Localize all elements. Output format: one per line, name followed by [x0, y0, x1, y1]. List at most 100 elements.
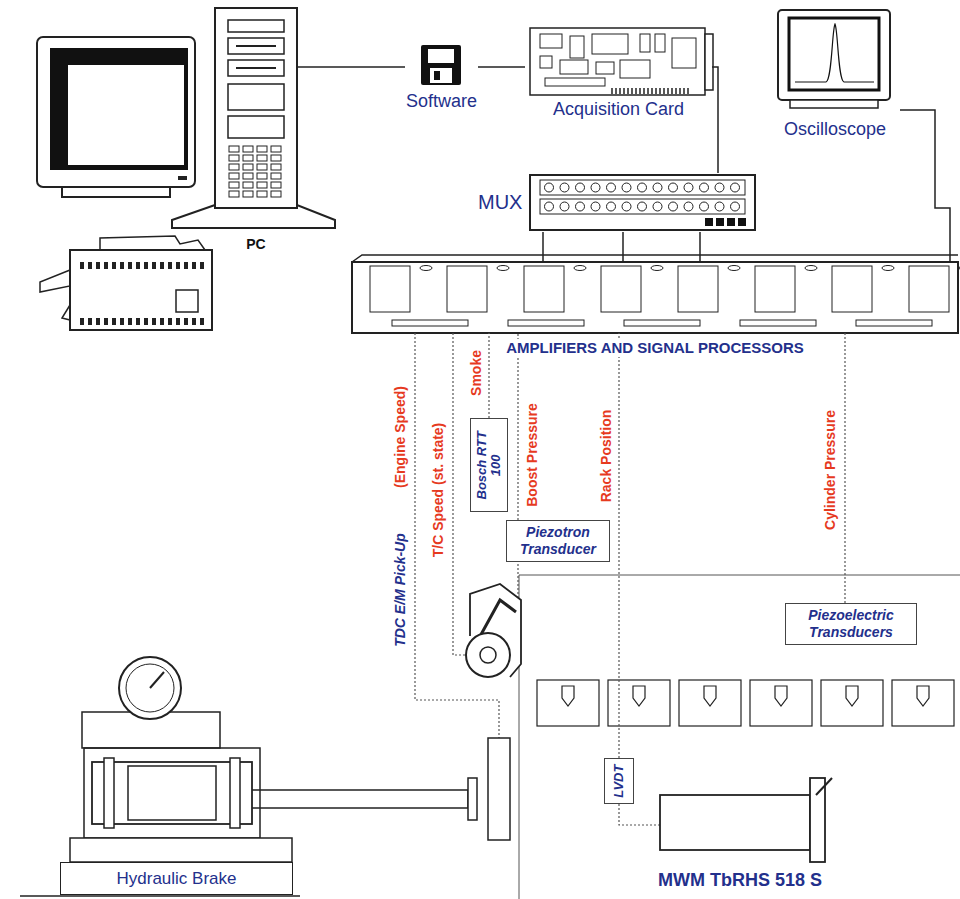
turbo-hub — [480, 647, 496, 663]
vent-slot — [271, 182, 281, 188]
vent-slot — [271, 155, 281, 161]
vent-slot — [229, 173, 239, 179]
pc-tower — [215, 8, 297, 208]
lvdt-sensor: LVDT — [604, 758, 634, 804]
mux-box — [530, 175, 755, 230]
mux-socket — [653, 183, 662, 192]
card-finger — [663, 88, 665, 94]
data-cable — [478, 66, 525, 68]
vent-slot — [271, 191, 281, 197]
oscilloscope: Oscilloscope — [770, 8, 900, 140]
vent-slot — [271, 146, 281, 152]
vent-slot — [257, 146, 267, 152]
cylinders — [537, 680, 954, 726]
printer-body — [70, 250, 212, 330]
signal-name: T/C Speed (st. state) — [430, 423, 446, 558]
pc-drive — [228, 60, 284, 76]
brake-flange — [230, 758, 240, 828]
mux-socket — [731, 202, 740, 211]
mux-socket — [545, 183, 554, 192]
printer-vent — [192, 262, 196, 269]
printer-vent — [136, 318, 140, 325]
rack-slot — [624, 320, 700, 326]
mux-socket — [545, 202, 554, 211]
gauge-needle — [150, 672, 164, 688]
monitor-case — [37, 37, 195, 187]
card-chip — [596, 62, 614, 74]
signal-wire — [844, 333, 845, 603]
card-finger — [671, 88, 673, 94]
printer-vent — [104, 318, 108, 325]
mux-socket — [576, 202, 585, 211]
card-finger — [635, 88, 637, 94]
vent-slot — [271, 173, 281, 179]
module-knob — [651, 266, 663, 271]
printer-vent — [128, 318, 132, 325]
brake-drum — [128, 766, 216, 820]
sensor-label: LVDT — [612, 761, 626, 801]
pc-drive-slot — [236, 67, 276, 69]
floppy-shutter — [430, 68, 452, 83]
printer-vent — [96, 318, 100, 325]
computer-label: PC — [246, 236, 265, 252]
oscilloscope-screen — [789, 18, 879, 90]
card-finger — [639, 88, 641, 94]
amplifier-module — [370, 266, 410, 312]
amplifier-module — [447, 266, 487, 312]
pc-drive-slot — [236, 45, 276, 47]
card-finger — [687, 88, 689, 94]
vent-slot — [243, 164, 253, 170]
printer-vent — [168, 318, 172, 325]
pc-drive — [228, 20, 284, 32]
signal-name: Boost Pressure — [524, 403, 540, 506]
monitor-stand — [62, 187, 170, 197]
mux-label: MUX — [478, 191, 522, 214]
vent-slot — [229, 146, 239, 152]
card-finger — [627, 88, 629, 94]
data-cable — [542, 232, 544, 262]
printer-vent — [120, 318, 124, 325]
brake-body — [92, 762, 252, 824]
brake-label: Hydraulic Brake — [117, 869, 237, 889]
amplifier-module — [755, 266, 795, 312]
oscilloscope-trace — [795, 24, 874, 82]
card-chip — [672, 38, 696, 68]
card-finger — [667, 88, 669, 94]
rack-slot — [856, 320, 932, 326]
mux-socket — [622, 202, 631, 211]
coupling — [488, 738, 510, 840]
pc-vents — [229, 146, 281, 197]
cylinder-head — [679, 680, 741, 726]
mux-socket — [700, 183, 709, 192]
sensor-label: Piezotron Transducer — [513, 524, 603, 558]
card-finger — [679, 88, 681, 94]
mux-socket — [607, 202, 616, 211]
card-label: Acquisition Card — [553, 98, 684, 120]
card-chip — [540, 34, 562, 48]
card-finger — [683, 88, 685, 94]
mux-switch — [705, 218, 713, 226]
amplifier-rack: AMPLIFIERS AND SIGNAL PROCESSORS — [352, 262, 958, 333]
card-finger — [611, 88, 613, 94]
amplifier-module — [678, 266, 718, 312]
mux-socket — [591, 183, 600, 192]
card-chip — [655, 34, 665, 52]
oscilloscope-label: Oscilloscope — [784, 118, 886, 140]
pressure-transducer — [775, 686, 787, 706]
vent-slot — [243, 155, 253, 161]
engine-name: MWM TbRHS 518 S — [658, 870, 822, 891]
pressure-transducer — [704, 686, 716, 706]
signal-wire — [618, 333, 619, 758]
signal-wire — [488, 333, 489, 418]
vent-slot — [243, 173, 253, 179]
card-chips — [540, 34, 696, 94]
printer-vent — [88, 318, 92, 325]
vent-slot — [257, 191, 267, 197]
cylinder-head — [608, 680, 670, 726]
pressure-transducer-box: Piezotron Transducer — [506, 520, 610, 562]
brake-gauge — [119, 657, 181, 719]
vent-slot — [229, 164, 239, 170]
fuel-pump — [660, 795, 810, 850]
mux-socket — [653, 202, 662, 211]
mux-socket — [638, 183, 647, 192]
